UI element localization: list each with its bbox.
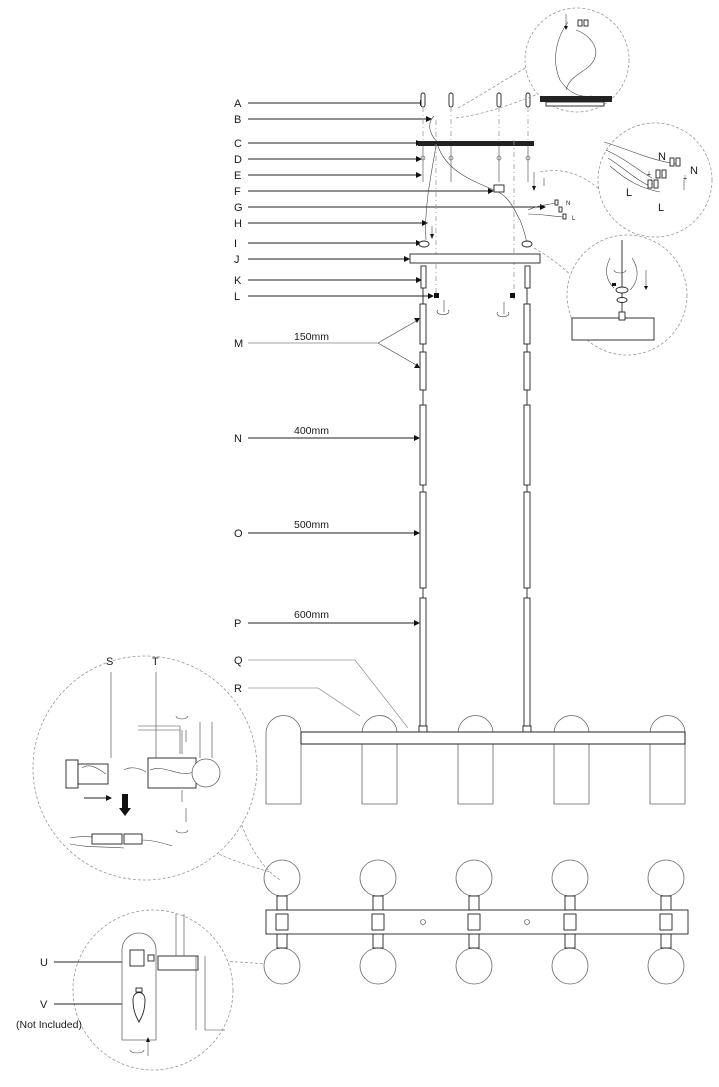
- fixture-front-view: [265, 715, 686, 805]
- label-g: G: [234, 202, 243, 214]
- coupler-left: [420, 265, 427, 289]
- mini-l-label: L: [572, 216, 576, 222]
- sockets-top: [276, 895, 672, 949]
- svg-text:⏚: ⏚: [682, 175, 688, 182]
- set-screw-right: [510, 293, 515, 298]
- globes-top-row: [263, 859, 685, 897]
- nut-right: [521, 240, 533, 248]
- rod-150-right-b: [523, 351, 531, 391]
- part-labels: A B C D E F G H I J K L M 150mm N 400mm …: [234, 98, 546, 729]
- mini-n-label: N: [566, 201, 570, 207]
- label-v: V: [40, 999, 48, 1011]
- suspension-rods: [418, 288, 532, 733]
- label-b: B: [234, 114, 241, 126]
- rod-150-left-a: [419, 303, 427, 345]
- rod-600-left: [419, 597, 427, 727]
- set-screw-left: [434, 293, 439, 298]
- wire-live-2: L: [658, 202, 664, 214]
- terminal-block: [493, 184, 505, 193]
- rod-400-left: [419, 404, 427, 486]
- label-s: S: [106, 656, 113, 668]
- label-t: T: [152, 656, 159, 668]
- label-f: F: [234, 186, 241, 198]
- wire-neutral-1: N: [658, 151, 666, 163]
- label-m: M: [234, 338, 243, 350]
- label-d: D: [234, 154, 242, 166]
- zoom-socket-detail: S T: [32, 655, 281, 881]
- zoom-ceiling-detail: [455, 7, 630, 119]
- rod-150-right-a: [523, 303, 531, 345]
- zoom-canopy-detail: [533, 234, 688, 356]
- nut-left: [418, 240, 430, 248]
- note-not-included: (Not Included): [16, 1019, 82, 1031]
- label-i: I: [234, 238, 237, 250]
- label-e: E: [234, 170, 241, 182]
- mounting-bar: [418, 141, 534, 146]
- rod-600-right: [523, 597, 531, 727]
- label-c: C: [234, 138, 242, 150]
- zoom-bulb-detail: U V (Not Included): [16, 909, 265, 1071]
- label-q: Q: [234, 655, 243, 667]
- shades-front: [265, 715, 686, 805]
- cable: [437, 145, 528, 245]
- label-l: L: [234, 291, 240, 303]
- fixture-body-front: [300, 731, 686, 745]
- dim-500: 500mm: [294, 519, 329, 531]
- body-slots: [275, 913, 673, 931]
- earth-symbol: ⏚: [646, 171, 652, 178]
- label-h: H: [234, 218, 242, 230]
- rod-500-left: [419, 491, 427, 589]
- dim-150: 150mm: [294, 331, 329, 343]
- canopy-assembly: N L: [409, 92, 576, 317]
- label-u: U: [40, 957, 48, 969]
- label-a: A: [234, 98, 242, 110]
- mini-wiring: N L: [527, 199, 576, 222]
- label-o: O: [234, 528, 243, 540]
- rod-500-right: [523, 491, 531, 589]
- wire-neutral-2: N: [690, 165, 698, 177]
- label-r: R: [234, 683, 242, 695]
- canopy-plate: [409, 253, 541, 264]
- label-p: P: [234, 618, 241, 630]
- globes-bottom-row: [263, 947, 685, 985]
- dim-600: 600mm: [294, 609, 329, 621]
- fixture-top-view: [263, 859, 689, 985]
- wire-live-1: L: [626, 187, 632, 199]
- zoom-wiring-detail: N N L L ⏚ ⏚: [539, 122, 713, 238]
- anchor-screws: [420, 92, 531, 140]
- rod-150-left-b: [419, 351, 427, 391]
- dim-400: 400mm: [294, 425, 329, 437]
- label-j: J: [234, 254, 240, 266]
- label-n: N: [234, 433, 242, 445]
- rod-400-right: [523, 404, 531, 486]
- supply-wire: [429, 115, 439, 143]
- coupler-right: [524, 265, 531, 289]
- label-k: K: [234, 275, 242, 287]
